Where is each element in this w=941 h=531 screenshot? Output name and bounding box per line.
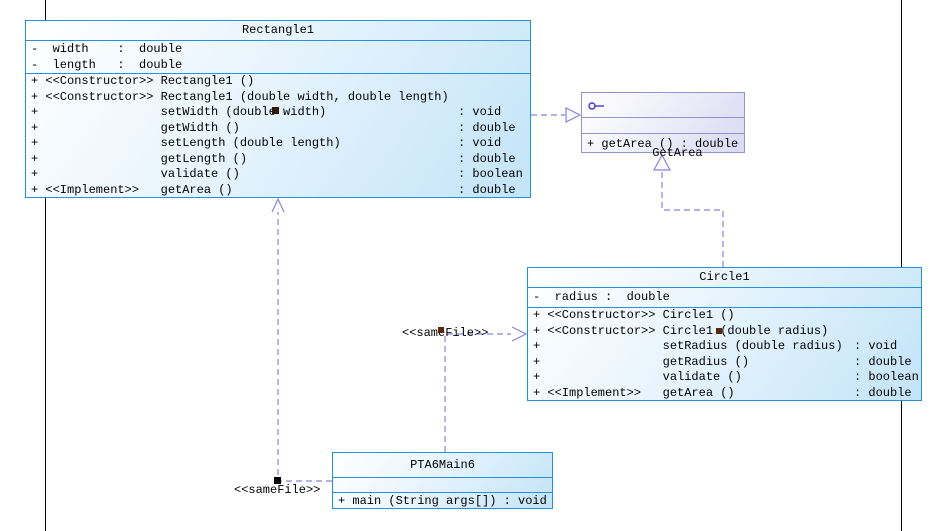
method-row: + setRadius (double radius) : void (528, 339, 921, 355)
method-signature: + setRadius (double radius) (533, 339, 843, 353)
class-title: PTA6Main6 (410, 458, 475, 472)
attribute-row: - width : double (31, 42, 183, 56)
attributes-compartment (333, 477, 552, 492)
method-signature: + validate () (533, 370, 742, 384)
method-row: + <<Constructor>> Circle1 (double radius… (528, 324, 921, 340)
class-box-circle1[interactable]: Circle1 - radius : double + <<Constructo… (527, 267, 922, 401)
method-signature: + setLength (double length) (31, 136, 341, 150)
method-row: + <<Implement>> getArea () : double (26, 183, 530, 199)
class-box-rectangle1[interactable]: Rectangle1 - width : double - length : d… (25, 20, 531, 198)
method-signature: + <<Constructor>> Circle1 () (533, 308, 735, 322)
method-row: + <<Constructor>> Circle1 () (528, 308, 921, 324)
attributes-compartment: - radius : double (528, 287, 921, 307)
anchor-handle-marker[interactable] (272, 107, 279, 114)
method-row: + setLength (double length) : void (26, 136, 530, 152)
page-boundary-line-right (901, 0, 902, 531)
method-signature: + getRadius () (533, 354, 750, 369)
method-return-type: : double (458, 151, 516, 166)
class-title: Rectangle1 (241, 23, 314, 37)
method-row: + <<Constructor>> Rectangle1 () (26, 74, 530, 90)
method-return-type: : double (458, 120, 516, 135)
method-signature: + getWidth () (31, 120, 240, 135)
realization-edge-rectangle1-getarea[interactable] (531, 107, 582, 123)
method-signature: + <<Implement>> getArea () (533, 385, 735, 400)
anchor-handle-marker[interactable] (716, 328, 722, 334)
dependency-edge-pta6main6-circle1[interactable] (444, 326, 528, 452)
method-row: + setWidth (double width) : void (26, 105, 530, 121)
page-boundary-line-left (45, 0, 46, 531)
method-return-type: : double (854, 354, 912, 369)
method-row: + validate () : boolean (528, 370, 921, 386)
method-signature: + getLength () (31, 151, 248, 166)
class-box-pta6main6[interactable]: PTA6Main6 + main (String args[]) : void (332, 452, 553, 509)
attribute-row: - length : double (31, 58, 183, 72)
edge-label-samefile[interactable]: <<sameFile>> (402, 326, 489, 340)
method-signature: + validate () (31, 167, 240, 181)
method-return-type: : double (458, 182, 516, 197)
anchor-handle-marker[interactable] (438, 327, 444, 333)
method-row: + <<Constructor>> Rectangle1 (double wid… (26, 90, 530, 106)
method-return-type: : double (854, 385, 912, 400)
method-row: + getLength () : double (26, 152, 530, 168)
method-row: + getRadius () : double (528, 355, 921, 371)
method-row: + getWidth () : double (26, 121, 530, 137)
method-return-type: : boolean (854, 370, 919, 384)
method-signature: + <<Implement>> getArea () (31, 182, 233, 197)
method-row: + validate () : boolean (26, 167, 530, 183)
class-title: Circle1 (699, 270, 750, 284)
methods-compartment: + getArea () : double (582, 133, 744, 154)
interface-lollipop-icon (588, 102, 604, 110)
method-signature: + setWidth (double width) (31, 105, 327, 119)
method-signature: + <<Constructor>> Circle1 (double radius… (533, 323, 829, 338)
method-signature: + <<Constructor>> Rectangle1 (double wid… (31, 89, 449, 104)
edge-corner-handle[interactable] (274, 477, 281, 484)
dependency-edge-pta6main6-rectangle1[interactable] (271, 197, 332, 482)
method-return-type: : void (458, 105, 502, 119)
methods-compartment: + <<Constructor>> Rectangle1 () + <<Cons… (26, 73, 530, 198)
method-row: + getArea () : double (587, 137, 739, 151)
method-return-type: : boolean (458, 167, 523, 181)
attributes-compartment: - width : double - length : double (26, 40, 530, 73)
edge-label-samefile[interactable]: <<sameFile>> (234, 483, 321, 497)
method-signature: + <<Constructor>> Rectangle1 () (31, 74, 255, 88)
method-row: + main (String args[]) : void (338, 494, 547, 508)
interface-box-getarea[interactable]: GetArea + getArea () : double (581, 92, 745, 160)
method-row: + <<Implement>> getArea () : double (528, 386, 921, 402)
methods-compartment: + main (String args[]) : void (333, 492, 552, 510)
attributes-compartment (582, 117, 744, 133)
open-arrowhead (511, 326, 528, 342)
attribute-row: - radius : double (533, 290, 670, 304)
methods-compartment: + <<Constructor>> Circle1 () + <<Constru… (528, 307, 921, 401)
hollow-triangle-arrowhead (565, 107, 582, 123)
method-return-type: : void (854, 339, 898, 353)
open-arrowhead (271, 197, 285, 213)
method-return-type: : void (458, 136, 502, 150)
